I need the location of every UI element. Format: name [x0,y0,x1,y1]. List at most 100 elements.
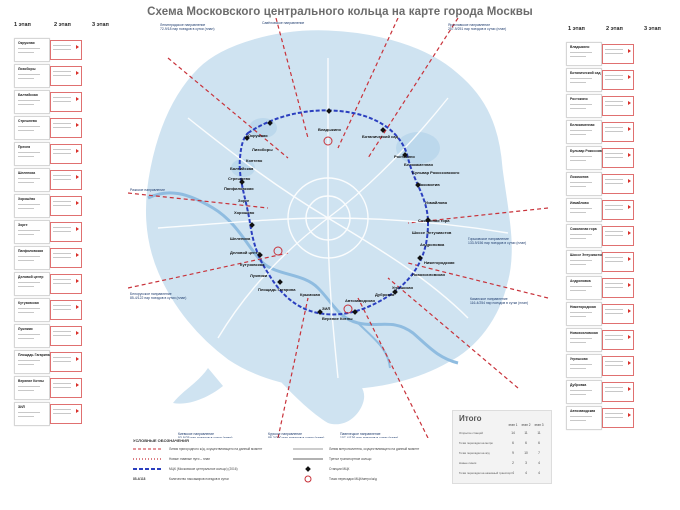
left-station-card: Деловой центр [14,272,50,296]
right-station-card-name: Белокаменная [570,123,595,127]
left-station-card-detail [50,144,82,164]
right-station-card: Нижегородская [566,302,602,326]
left-station-card-detail [50,404,82,424]
left-station-card-name: Зорге [18,223,28,227]
right-station-card-detail [602,356,634,376]
left-stage-2-header: 2 этап [54,22,71,28]
summary-col-1: этап 1 [508,423,518,427]
right-station-card: Бульвар Рокоссовского [566,146,610,170]
summary-cell: 4 [512,471,514,475]
right-station-card-name: Измайлово [570,201,589,205]
left-station-card-detail [50,248,82,268]
legend-item-2: Новые главные пути – план [169,457,211,461]
left-station-card: Стрешнево [14,116,50,140]
right-station-card-name: Угрешская [570,357,588,361]
right-station-card: Белокаменная [566,120,602,144]
right-station-card: Локомотив [566,172,602,196]
right-station-card: Новохохловская [566,328,602,352]
arrow-right-icon [76,227,79,231]
summary-cell: 11 [537,431,541,435]
legend-item-3: МЦК (Московское центральное кольцо) (201… [169,467,238,471]
page-title: Схема Московского центрального кольца на… [147,6,533,18]
arrow-right-icon [76,97,79,101]
left-station-card-name: Верхние Котлы [18,379,44,383]
left-station-card-name: Панфиловская [18,249,44,253]
arrow-right-icon [628,387,631,391]
arrow-right-icon [628,309,631,313]
legend-item-8: Точки пересадки МЦК/метро/ж/д [329,477,377,481]
right-station-card-detail [602,70,634,90]
left-station-card-name: Окружная [18,41,35,45]
arrow-right-icon [76,357,79,361]
map-label-luzhniki: Лужники [250,273,268,278]
left-station-card: Зорге [14,220,50,244]
right-station-card: Ростокино [566,94,602,118]
right-station-card-detail [602,330,634,350]
map-label-botsad: Ботанический сад [362,134,399,139]
right-station-card: Ботанический сад [566,68,602,92]
summary-cell: 11 [524,431,528,435]
left-station-card-detail [50,196,82,216]
arrow-right-icon [628,101,631,105]
right-station-card: Соколиная гора [566,224,602,248]
summary-cell: 4 [538,461,540,465]
summary-cell: 7 [538,451,540,455]
left-stage-1-header: 1 этап [14,22,31,28]
left-station-card-name: Кутузовская [18,301,39,305]
dir-belorussia: Белорусское направление 85-4/122 пар пое… [130,292,187,301]
map-label-kotly: Верхние Котлы [322,316,353,321]
arrow-right-icon [628,361,631,365]
right-station-card-name: Дубровка [570,383,587,387]
map-legend: УСЛОВНЫЕ ОБОЗНАЧЕНИЯ Линия пригородного … [129,438,441,500]
map-label-nizhegorodskaya: Нижегородская [424,260,455,265]
right-station-card-detail [602,96,634,116]
summary-title: Итого [459,414,482,423]
right-station-card-name: Автозаводская [570,409,596,413]
mcc-ring [238,109,430,316]
right-station-card-detail [602,44,634,64]
left-station-card: Лихоборы [14,64,50,88]
left-station-card-detail [50,378,82,398]
arrow-right-icon [76,123,79,127]
left-station-card-name: Деловой центр [18,275,44,279]
left-station-card: Пресня [14,142,50,166]
map-label-krymskaya: Крымская [300,292,320,297]
right-station-card-detail [602,148,634,168]
map-label-izmaylovo: Измайлово [425,200,448,205]
dir-savelovo: Савёловское направление [262,21,305,25]
left-station-card-detail [50,92,82,112]
arrow-right-icon [76,175,79,179]
legend-item-1: Линия пригородного ж/д, осуществляющего … [169,447,263,451]
left-station-card: Лужники [14,324,50,348]
right-station-card-name: Новохохловская [570,331,598,335]
map-label-kutuzovskaya: Кутузовская [240,262,265,267]
arrow-right-icon [76,409,79,413]
right-station-card-name: Владыкино [570,45,590,49]
arrow-right-icon [76,305,79,309]
left-station-card-detail [50,40,82,60]
city-area [145,29,513,391]
left-station-card-name: Лихоборы [18,67,36,71]
arrow-right-icon [628,49,631,53]
left-station-card-name: Хорошёво [18,197,36,201]
left-station-card: Панфиловская [14,246,50,270]
right-station-card: Автозаводская [566,406,602,430]
summary-cell: 3 [525,461,527,465]
map-label-dubrovka: Дубровка [375,292,395,297]
right-station-card-detail [602,304,634,324]
arrow-right-icon [628,179,631,183]
right-station-card-detail [602,174,634,194]
map-label-andronovka: Андроновка [420,242,445,247]
map-label-koptevo: Коптево [246,158,263,163]
summary-row-label: Новые линии [459,461,477,465]
summary-row-label: Точки пересадки на наземный транспорт [459,471,513,475]
legend-sample-value: 85-4/118 [133,477,146,481]
left-station-card-name: Балтийская [18,93,38,97]
right-station-card-detail [602,252,634,272]
arrow-right-icon [628,413,631,417]
map-label-panfilovskaya: Панфиловская [224,186,254,191]
arrow-right-icon [628,75,631,79]
map-label-likhobory: Лихоборы [252,147,273,152]
right-station-card: Владыкино [566,42,602,66]
left-station-card-detail [50,66,82,86]
